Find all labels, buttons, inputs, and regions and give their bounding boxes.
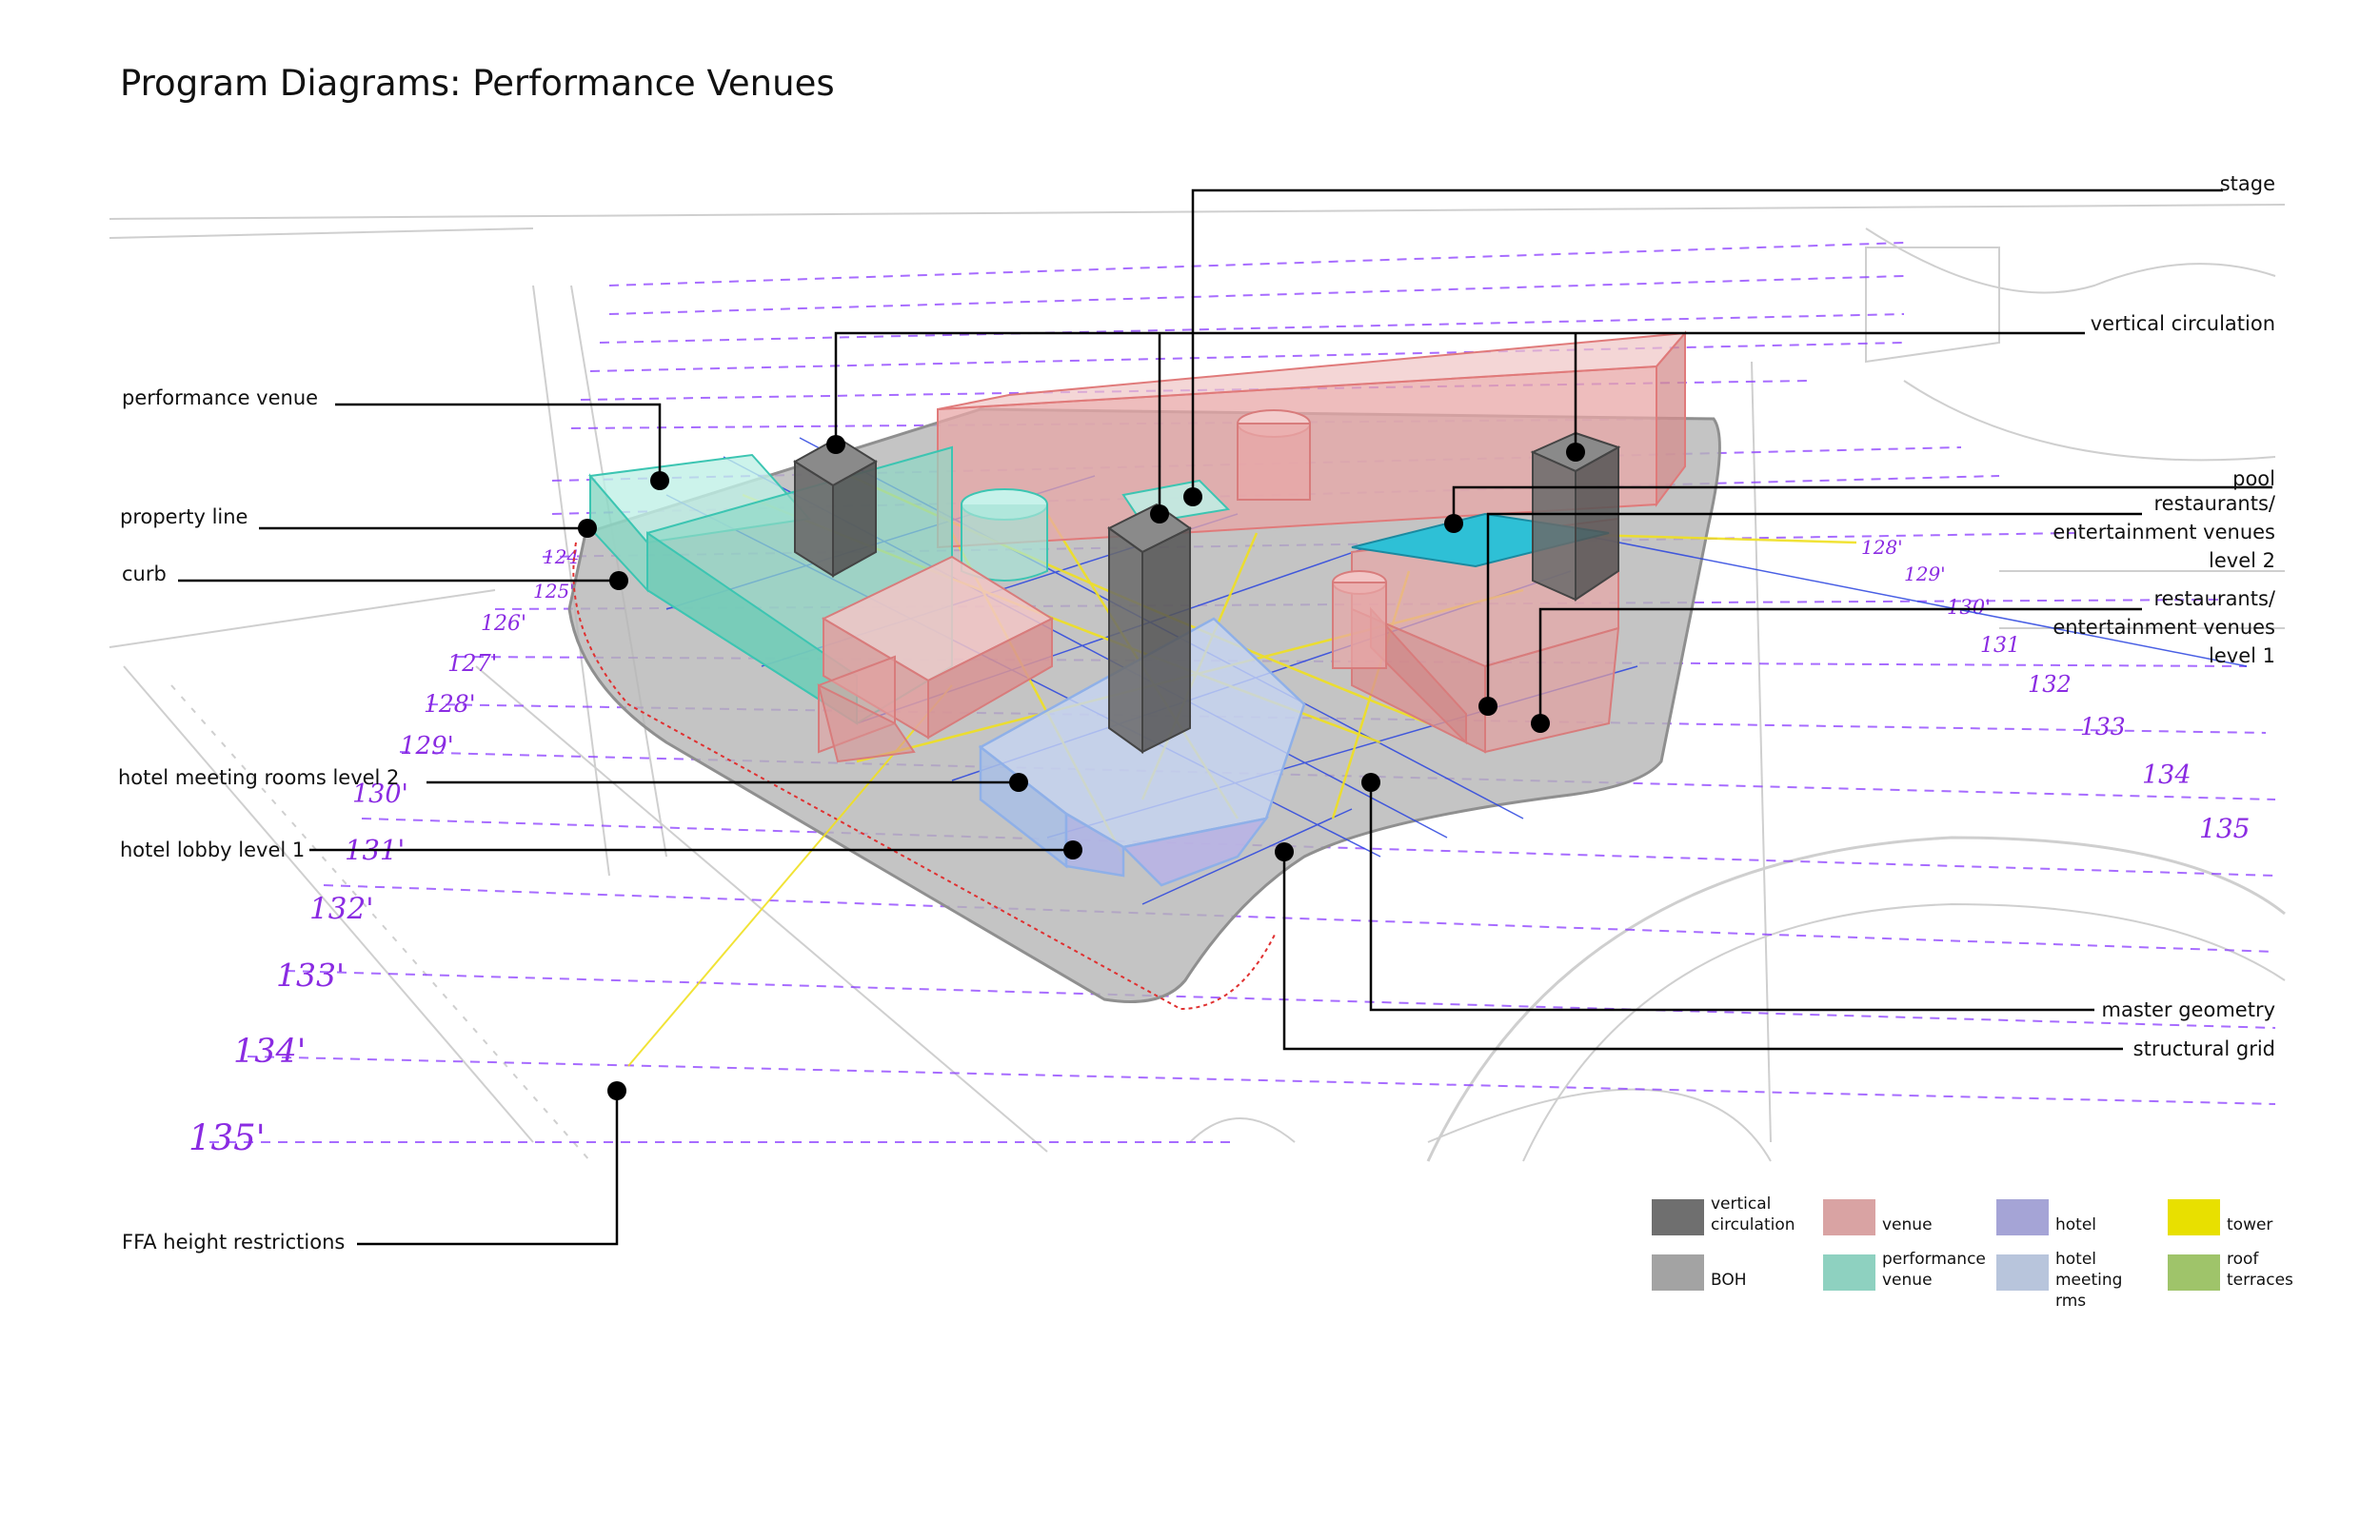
contour-label: 125' [533,580,575,602]
contour-label: 134' [233,1033,306,1071]
contour-label: 132' [309,892,374,926]
callout-dot [650,471,669,490]
callout-dot [1009,773,1028,792]
callout-dot [1150,504,1169,523]
legend-label: hotel meeting rms [2055,1250,2123,1311]
leader-ffa [357,1091,619,1246]
contour-label: 132 [2028,671,2072,698]
legend-swatch [1652,1199,1704,1235]
contour-label: 130' [352,780,408,809]
callout-pool: pool [2232,467,2275,490]
legend-label: hotel [2055,1215,2097,1234]
contour-label: 135 [2199,813,2250,844]
contour-label: 128' [424,690,476,718]
leader-restaurants-l1 [1538,607,2142,723]
legend: vertical circulation venue hotel tower B… [1652,1194,2299,1311]
contour-label: 127' [447,650,497,677]
contour-label: 135' [188,1117,266,1158]
leader-performance-venue [335,403,662,481]
callout-restaurants-level-2: restaurants/ entertainment venues level … [2053,489,2275,575]
callout-stage: stage [2219,172,2275,195]
callout-dot [1531,714,1550,733]
restaurant-drum-body [1332,582,1387,669]
callout-dot [1275,842,1294,861]
contour-labels: 124' 125' 126' 127' 128' 129' 130' 131' … [188,536,2250,1158]
callout-ffa-height-restrictions: FFA height restrictions [122,1231,346,1254]
callout-dot [1063,840,1082,859]
contour-label: 131 [1980,634,2020,658]
callout-structural-grid: structural grid [2132,1037,2275,1060]
callout-vertical-circulation: vertical circulation [2090,312,2275,335]
leader-pool [1452,485,2272,523]
callout-performance-venue: performance venue [122,386,319,409]
leader-master-geometry [1369,782,2094,1012]
legend-label: performance venue [1882,1250,1986,1290]
contour-label: 128' [1861,536,1903,559]
callout-dot [1361,773,1380,792]
callout-restaurants-l2-line2: entertainment venues [2053,521,2275,543]
stage-drum-body [1237,423,1311,501]
callout-curb: curb [122,563,167,585]
legend-label: roof terraces [2227,1250,2293,1290]
callout-dot [826,435,845,454]
performance-drum-body [961,504,1048,582]
callout-dot [578,519,597,538]
callout-dots [578,435,1585,1100]
legend-label: BOH [1711,1271,1747,1290]
contour-label: 124' [543,545,585,568]
callout-restaurants-l1-line1: restaurants/ [2153,587,2275,610]
legend-swatch [2168,1254,2220,1291]
callout-restaurants-l1-line2: entertainment venues [2053,616,2275,639]
callout-restaurants-l2-line1: restaurants/ [2153,492,2275,515]
legend-swatch [1996,1254,2049,1291]
contour-label: 133' [276,957,345,994]
contour-label: 134 [2142,760,2192,790]
callout-dot [1566,443,1585,462]
legend-swatch [2168,1199,2220,1235]
callout-dot [1183,487,1202,506]
callout-restaurants-level-1: restaurants/ entertainment venues level … [2053,584,2275,670]
legend-swatch [1652,1254,1704,1291]
callout-dot [1444,514,1463,533]
legend-swatch [1823,1254,1875,1291]
callout-dot [609,571,628,590]
contour-label: 129' [1904,563,1946,585]
contour-label: 133 [2080,713,2126,740]
page-title: Program Diagrams: Performance Venues [120,63,835,104]
contour-label: 126' [481,612,526,636]
vertical-circulation-towers [793,431,1621,754]
leader-stage [1191,188,2223,497]
leader-vertical-circulation [834,331,2085,512]
callout-leaders [178,188,2272,1246]
callout-property-line: property line [120,505,248,528]
venue-boxes [817,555,1055,763]
contour-label: 129' [400,732,454,760]
callout-dot [607,1081,626,1100]
leader-structural-grid [1282,852,2123,1051]
contour-label: 130' [1947,596,1991,619]
legend-swatch [1823,1199,1875,1235]
callout-hotel-lobby: hotel lobby level 1 [120,839,306,861]
legend-label: venue [1882,1215,1933,1234]
legend-label: vertical circulation [1711,1194,1795,1234]
callout-restaurants-l1-line3: level 1 [2209,644,2275,667]
callout-dot [1478,697,1497,716]
leader-restaurants-l2 [1486,512,2142,706]
property-line [572,542,1277,1011]
legend-swatch [1996,1199,2049,1235]
callout-restaurants-l2-line3: level 2 [2209,549,2275,572]
legend-label: tower [2227,1215,2273,1234]
callout-master-geometry: master geometry [2101,998,2276,1021]
callout-hotel-meeting-rooms: hotel meeting rooms level 2 [118,766,400,789]
